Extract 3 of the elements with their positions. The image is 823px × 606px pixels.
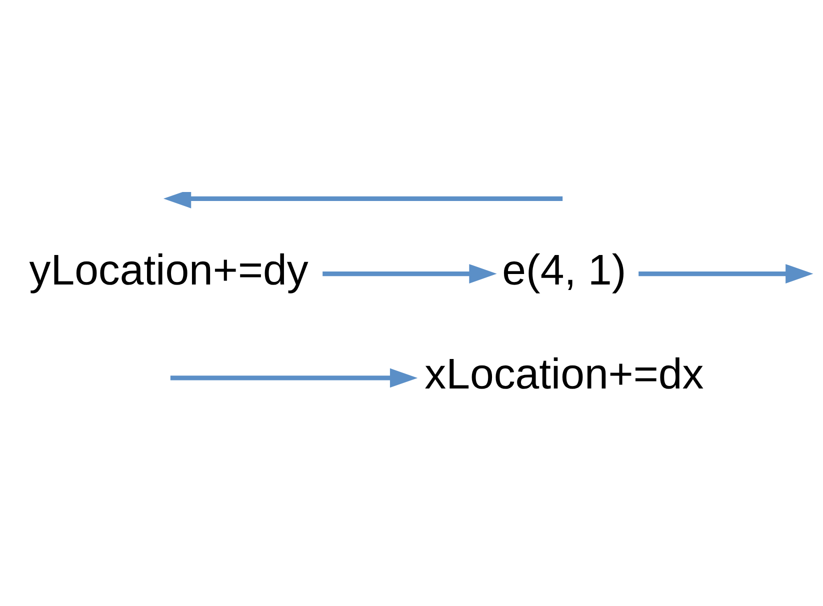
node-text: e(4, 1) [502,246,626,294]
node-text: xLocation+=dx [424,350,704,399]
node-text: yLocation+=dy [29,246,308,294]
